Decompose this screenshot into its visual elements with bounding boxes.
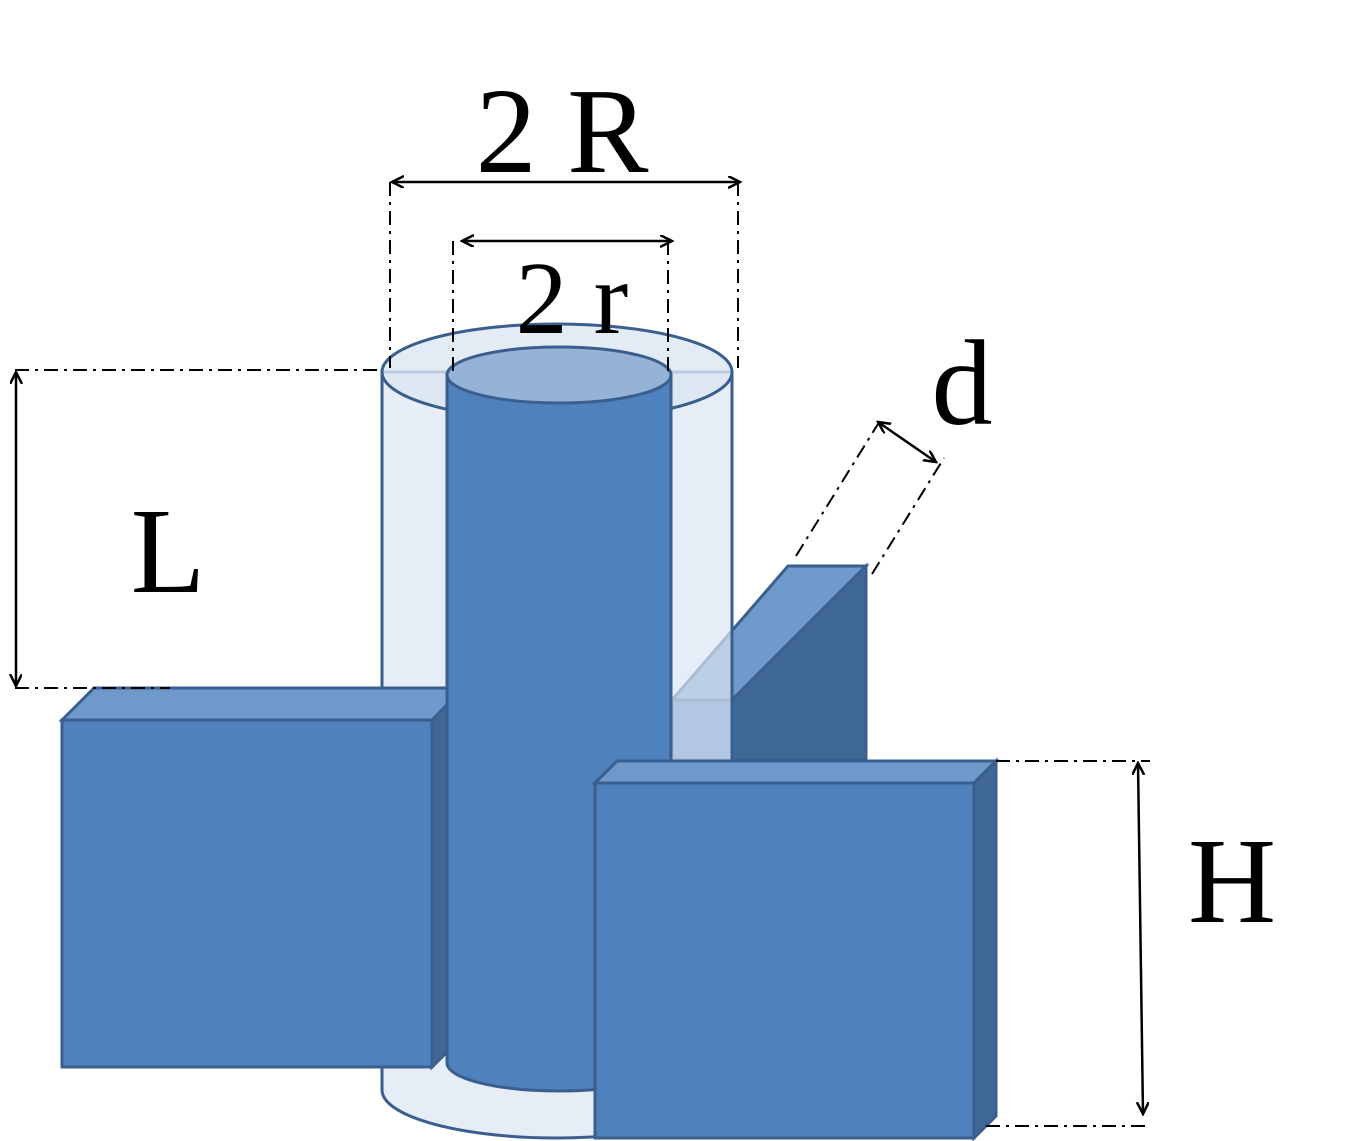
- height-dimension: H: [986, 760, 1276, 1127]
- outer-diameter-dimension: 2 R: [389, 64, 740, 368]
- front-fin: [591, 757, 1000, 1141]
- inner-diameter-label: 2 r: [516, 241, 629, 356]
- length-dimension: L: [15, 369, 382, 689]
- thickness-dimension: d: [795, 316, 993, 575]
- length-label: L: [131, 484, 206, 619]
- inner-diameter-dimension: 2 r: [452, 241, 672, 372]
- height-label: H: [1188, 814, 1276, 949]
- outer-diameter-label: 2 R: [476, 64, 650, 199]
- left-fin: [58, 684, 468, 1071]
- thickness-label: d: [932, 316, 993, 451]
